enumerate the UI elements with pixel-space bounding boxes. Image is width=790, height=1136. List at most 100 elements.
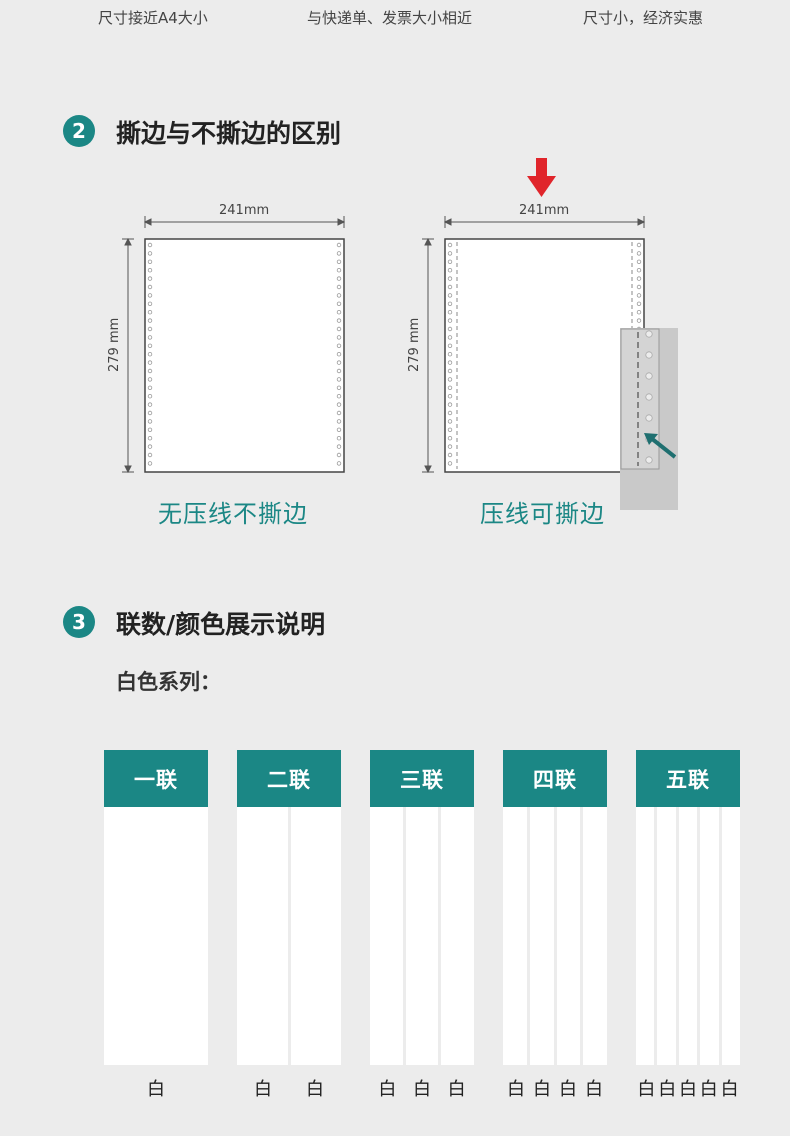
feed-hole: [147, 402, 153, 407]
feed-hole: [447, 335, 453, 340]
feed-hole: [336, 419, 342, 424]
caption-size-a4: 尺寸接近A4大小: [98, 9, 208, 27]
feed-hole: [336, 318, 342, 323]
sheet-color-label: 白: [559, 1079, 577, 1100]
ply-sheet: [370, 807, 403, 1065]
ply-sheets: [104, 807, 208, 1065]
sheet-color-label: 白: [699, 1079, 718, 1100]
feed-hole: [447, 293, 453, 298]
feed-hole: [147, 284, 153, 290]
feed-hole: [147, 419, 153, 424]
ply-sheet-labels: 白: [104, 1075, 208, 1101]
section-number-2: 2: [63, 115, 95, 147]
feed-holes-left: [447, 242, 453, 466]
sheet-color-label: 白: [378, 1079, 397, 1100]
feed-hole: [447, 444, 453, 449]
sheet-color-label: 白: [637, 1079, 656, 1100]
feed-hole: [147, 444, 153, 449]
feed-hole: [645, 456, 653, 464]
sheet-color-label: 白: [254, 1079, 272, 1100]
feed-hole: [447, 259, 453, 264]
ply-sheets: [237, 807, 341, 1065]
ply-sheet: [529, 807, 554, 1065]
feed-hole: [336, 284, 342, 290]
feed-hole: [147, 335, 153, 340]
ply-sheet: [104, 807, 208, 1065]
feed-hole: [147, 293, 153, 298]
feed-hole: [447, 377, 453, 382]
ply-sheet: [636, 807, 655, 1065]
ply-sheet: [657, 807, 676, 1065]
feed-hole: [336, 351, 342, 357]
caption-size-small: 尺寸小，经济实惠: [583, 9, 704, 27]
ply-column: 四联白白白白: [503, 750, 607, 1101]
feed-hole: [147, 452, 153, 458]
feed-holes-left: [147, 242, 153, 466]
feed-hole: [147, 242, 153, 248]
sheet-color-label: 白: [533, 1079, 551, 1100]
feed-hole: [636, 276, 642, 281]
feed-hole: [147, 251, 153, 256]
section-title-plies: 联数/颜色展示说明: [116, 610, 326, 639]
diagram-no-tear: [100, 195, 360, 485]
sheet-color-label: 白: [678, 1079, 697, 1100]
feed-hole: [147, 276, 153, 281]
feed-hole: [147, 410, 153, 416]
feed-hole: [336, 293, 342, 298]
ply-sheet: [556, 807, 581, 1065]
ply-header: 三联: [370, 750, 474, 807]
feed-hole: [147, 326, 153, 332]
feed-hole: [447, 284, 453, 290]
feed-hole: [447, 427, 453, 432]
feed-hole: [645, 393, 653, 401]
width-label: 241mm: [519, 203, 570, 218]
feed-hole: [336, 251, 342, 256]
feed-hole: [447, 326, 453, 332]
feed-hole: [336, 360, 342, 365]
feed-hole: [447, 393, 453, 399]
feed-hole: [636, 251, 642, 256]
feed-hole: [336, 461, 342, 466]
feed-hole: [336, 402, 342, 407]
ply-sheet: [721, 807, 741, 1065]
feed-hole: [147, 368, 153, 374]
section-number-3: 3: [63, 606, 95, 638]
paper-sheet: [444, 238, 645, 473]
feed-hole: [447, 309, 453, 315]
feed-hole: [336, 259, 342, 264]
down-arrow-icon: [527, 158, 556, 197]
feed-hole: [636, 267, 642, 273]
feed-hole: [336, 427, 342, 432]
feed-hole: [447, 301, 453, 306]
ply-header: 四联: [503, 750, 607, 807]
diagram-tear-drawing: [422, 158, 678, 510]
feed-hole: [147, 385, 153, 390]
feed-hole: [336, 410, 342, 416]
ply-column: 一联白: [104, 750, 208, 1101]
feed-hole: [636, 284, 642, 290]
ply-sheets: [503, 807, 607, 1065]
feed-hole: [336, 276, 342, 281]
sheet-color-label: 白: [413, 1079, 431, 1100]
feed-hole: [447, 318, 453, 323]
feed-hole: [447, 251, 453, 256]
ply-sheet: [405, 807, 439, 1065]
feed-hole: [336, 309, 342, 315]
ply-header: 一联: [104, 750, 208, 807]
feed-hole: [447, 385, 453, 390]
feed-hole: [336, 435, 342, 441]
height-label: 279 mm: [107, 317, 122, 372]
feed-hole: [447, 360, 453, 365]
feed-hole: [336, 343, 342, 348]
sheet-color-label: 白: [306, 1079, 324, 1100]
caption-size-express: 与快递单、发票大小相近: [307, 9, 473, 27]
ply-sheet-labels: 白白: [237, 1075, 341, 1101]
ply-sheet-labels: 白白白: [370, 1075, 474, 1101]
feed-hole: [645, 372, 653, 380]
feed-hole: [636, 318, 642, 323]
ply-sheet: [583, 807, 607, 1065]
feed-hole: [645, 330, 653, 338]
sheet-color-label: 白: [585, 1079, 603, 1100]
height-label: 279 mm: [407, 317, 422, 372]
diagram-no-tear-drawing: [122, 216, 346, 474]
